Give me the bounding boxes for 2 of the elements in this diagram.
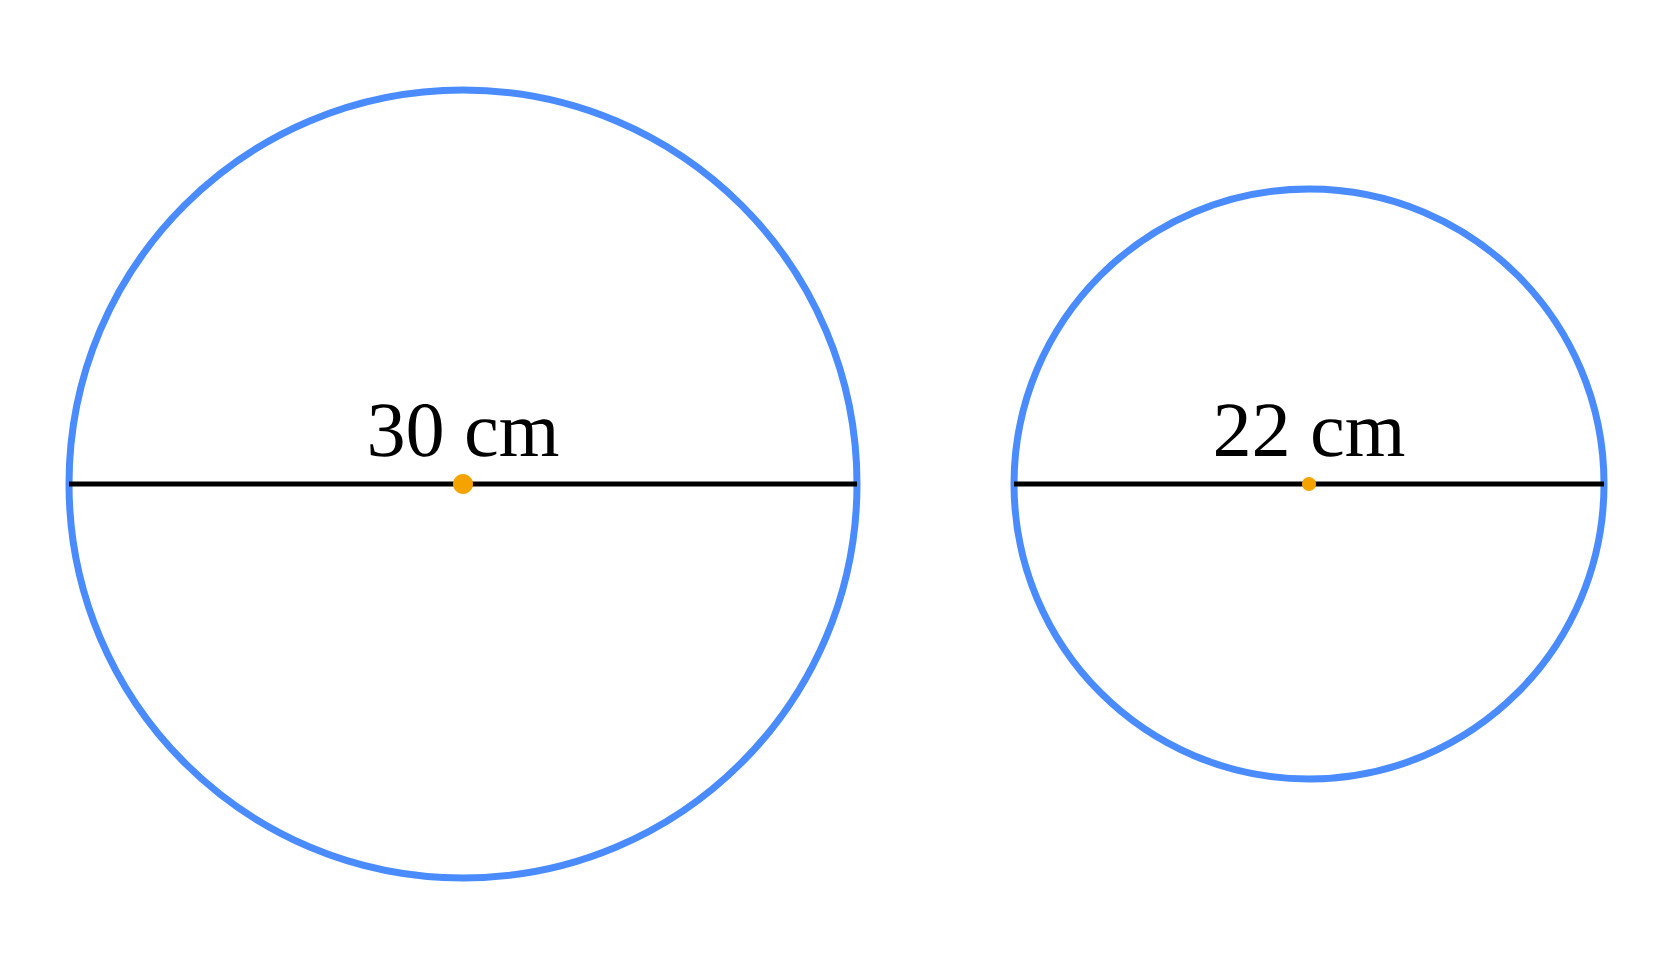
dimension-label: 30 cm [370, 404, 559, 457]
dimension-label: 22 cm [1216, 404, 1405, 457]
